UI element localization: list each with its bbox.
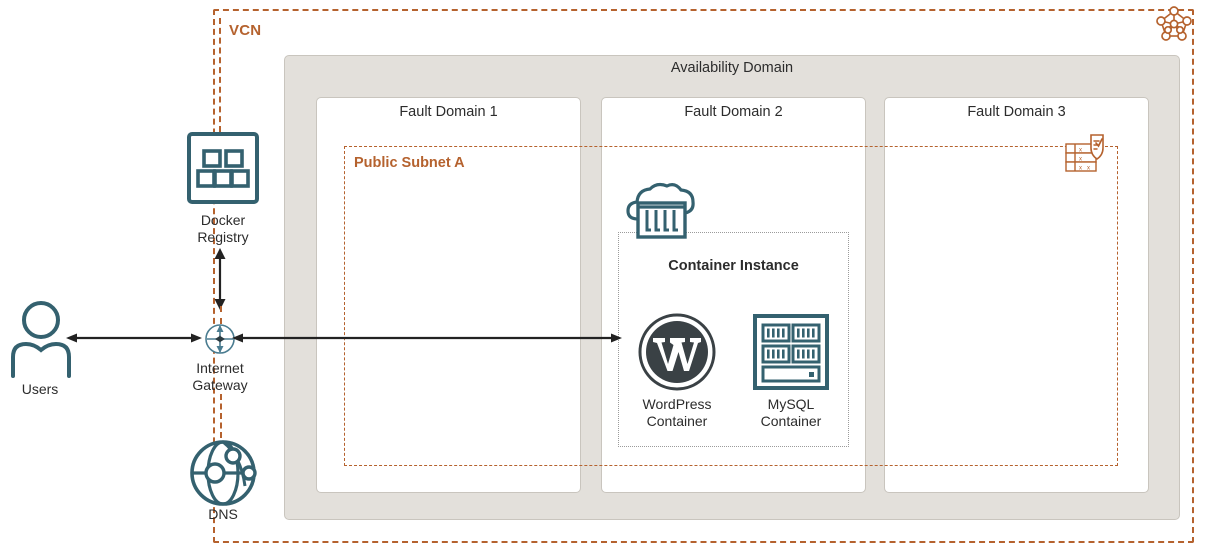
gateway-upper-dashed-stub (220, 306, 222, 324)
svg-text:x: x (1079, 157, 1082, 163)
fault-domain-3 (884, 97, 1149, 493)
svg-text:x: x (1079, 166, 1082, 172)
docker-registry-icon (186, 131, 260, 205)
dns-globe-icon (188, 438, 258, 508)
fault-domain-1 (316, 97, 581, 493)
users-caption-line1: Users (21, 381, 59, 397)
wordpress-caption-line2: Container (646, 413, 708, 429)
docker-registry-caption-line2: Registry (197, 229, 249, 245)
wordpress-caption-line1: WordPress (642, 396, 712, 412)
mysql-caption-line1: MySQL (767, 396, 815, 412)
docker-registry-gateway-arrow (206, 248, 234, 310)
security-compliance-shield-icon: x x x x (1062, 128, 1108, 174)
internet-gateway-caption-line2: Gateway (192, 377, 248, 393)
fault-domain-2-label: Fault Domain 2 (684, 104, 783, 120)
docker-registry-caption-line1: Docker (200, 212, 246, 228)
public-subnet-boundary (344, 146, 1118, 466)
mysql-container-caption: MySQL Container (731, 396, 851, 430)
mysql-caption-line2: Container (760, 413, 822, 429)
gateway-to-dns-connector (220, 394, 222, 438)
internet-gateway-caption-line1: Internet (196, 360, 244, 376)
container-instance-label: Container Instance (668, 258, 799, 274)
fault-domain-3-label: Fault Domain 3 (967, 104, 1066, 120)
mysql-server-rack-icon (751, 312, 831, 392)
public-subnet-label: Public Subnet A (354, 155, 465, 171)
docker-registry-caption: Docker Registry (163, 212, 283, 246)
svg-text:x: x (1087, 166, 1090, 172)
gateway-container-arrow (232, 328, 622, 348)
vcn-boundary (213, 9, 1194, 543)
dns-caption: DNS (183, 506, 263, 523)
vcn-label: VCN (229, 22, 262, 39)
internet-gateway-caption: Internet Gateway (160, 360, 280, 394)
availability-domain-label: Availability Domain (670, 60, 794, 76)
vcn-to-docker-registry-connector (219, 18, 221, 132)
container-instance-cloud-icon (624, 181, 698, 241)
users-caption: Users (0, 381, 80, 398)
wordpress-logo-icon (637, 312, 717, 392)
internet-gateway-icon (203, 322, 237, 356)
wordpress-container-caption: WordPress Container (617, 396, 737, 430)
dns-caption-line1: DNS (208, 506, 238, 522)
fault-domain-1-label: Fault Domain 1 (399, 104, 498, 120)
vcn-network-icon (1152, 2, 1196, 46)
svg-text:x: x (1079, 148, 1082, 154)
users-person-icon (10, 300, 72, 378)
users-gateway-arrow (66, 328, 202, 348)
